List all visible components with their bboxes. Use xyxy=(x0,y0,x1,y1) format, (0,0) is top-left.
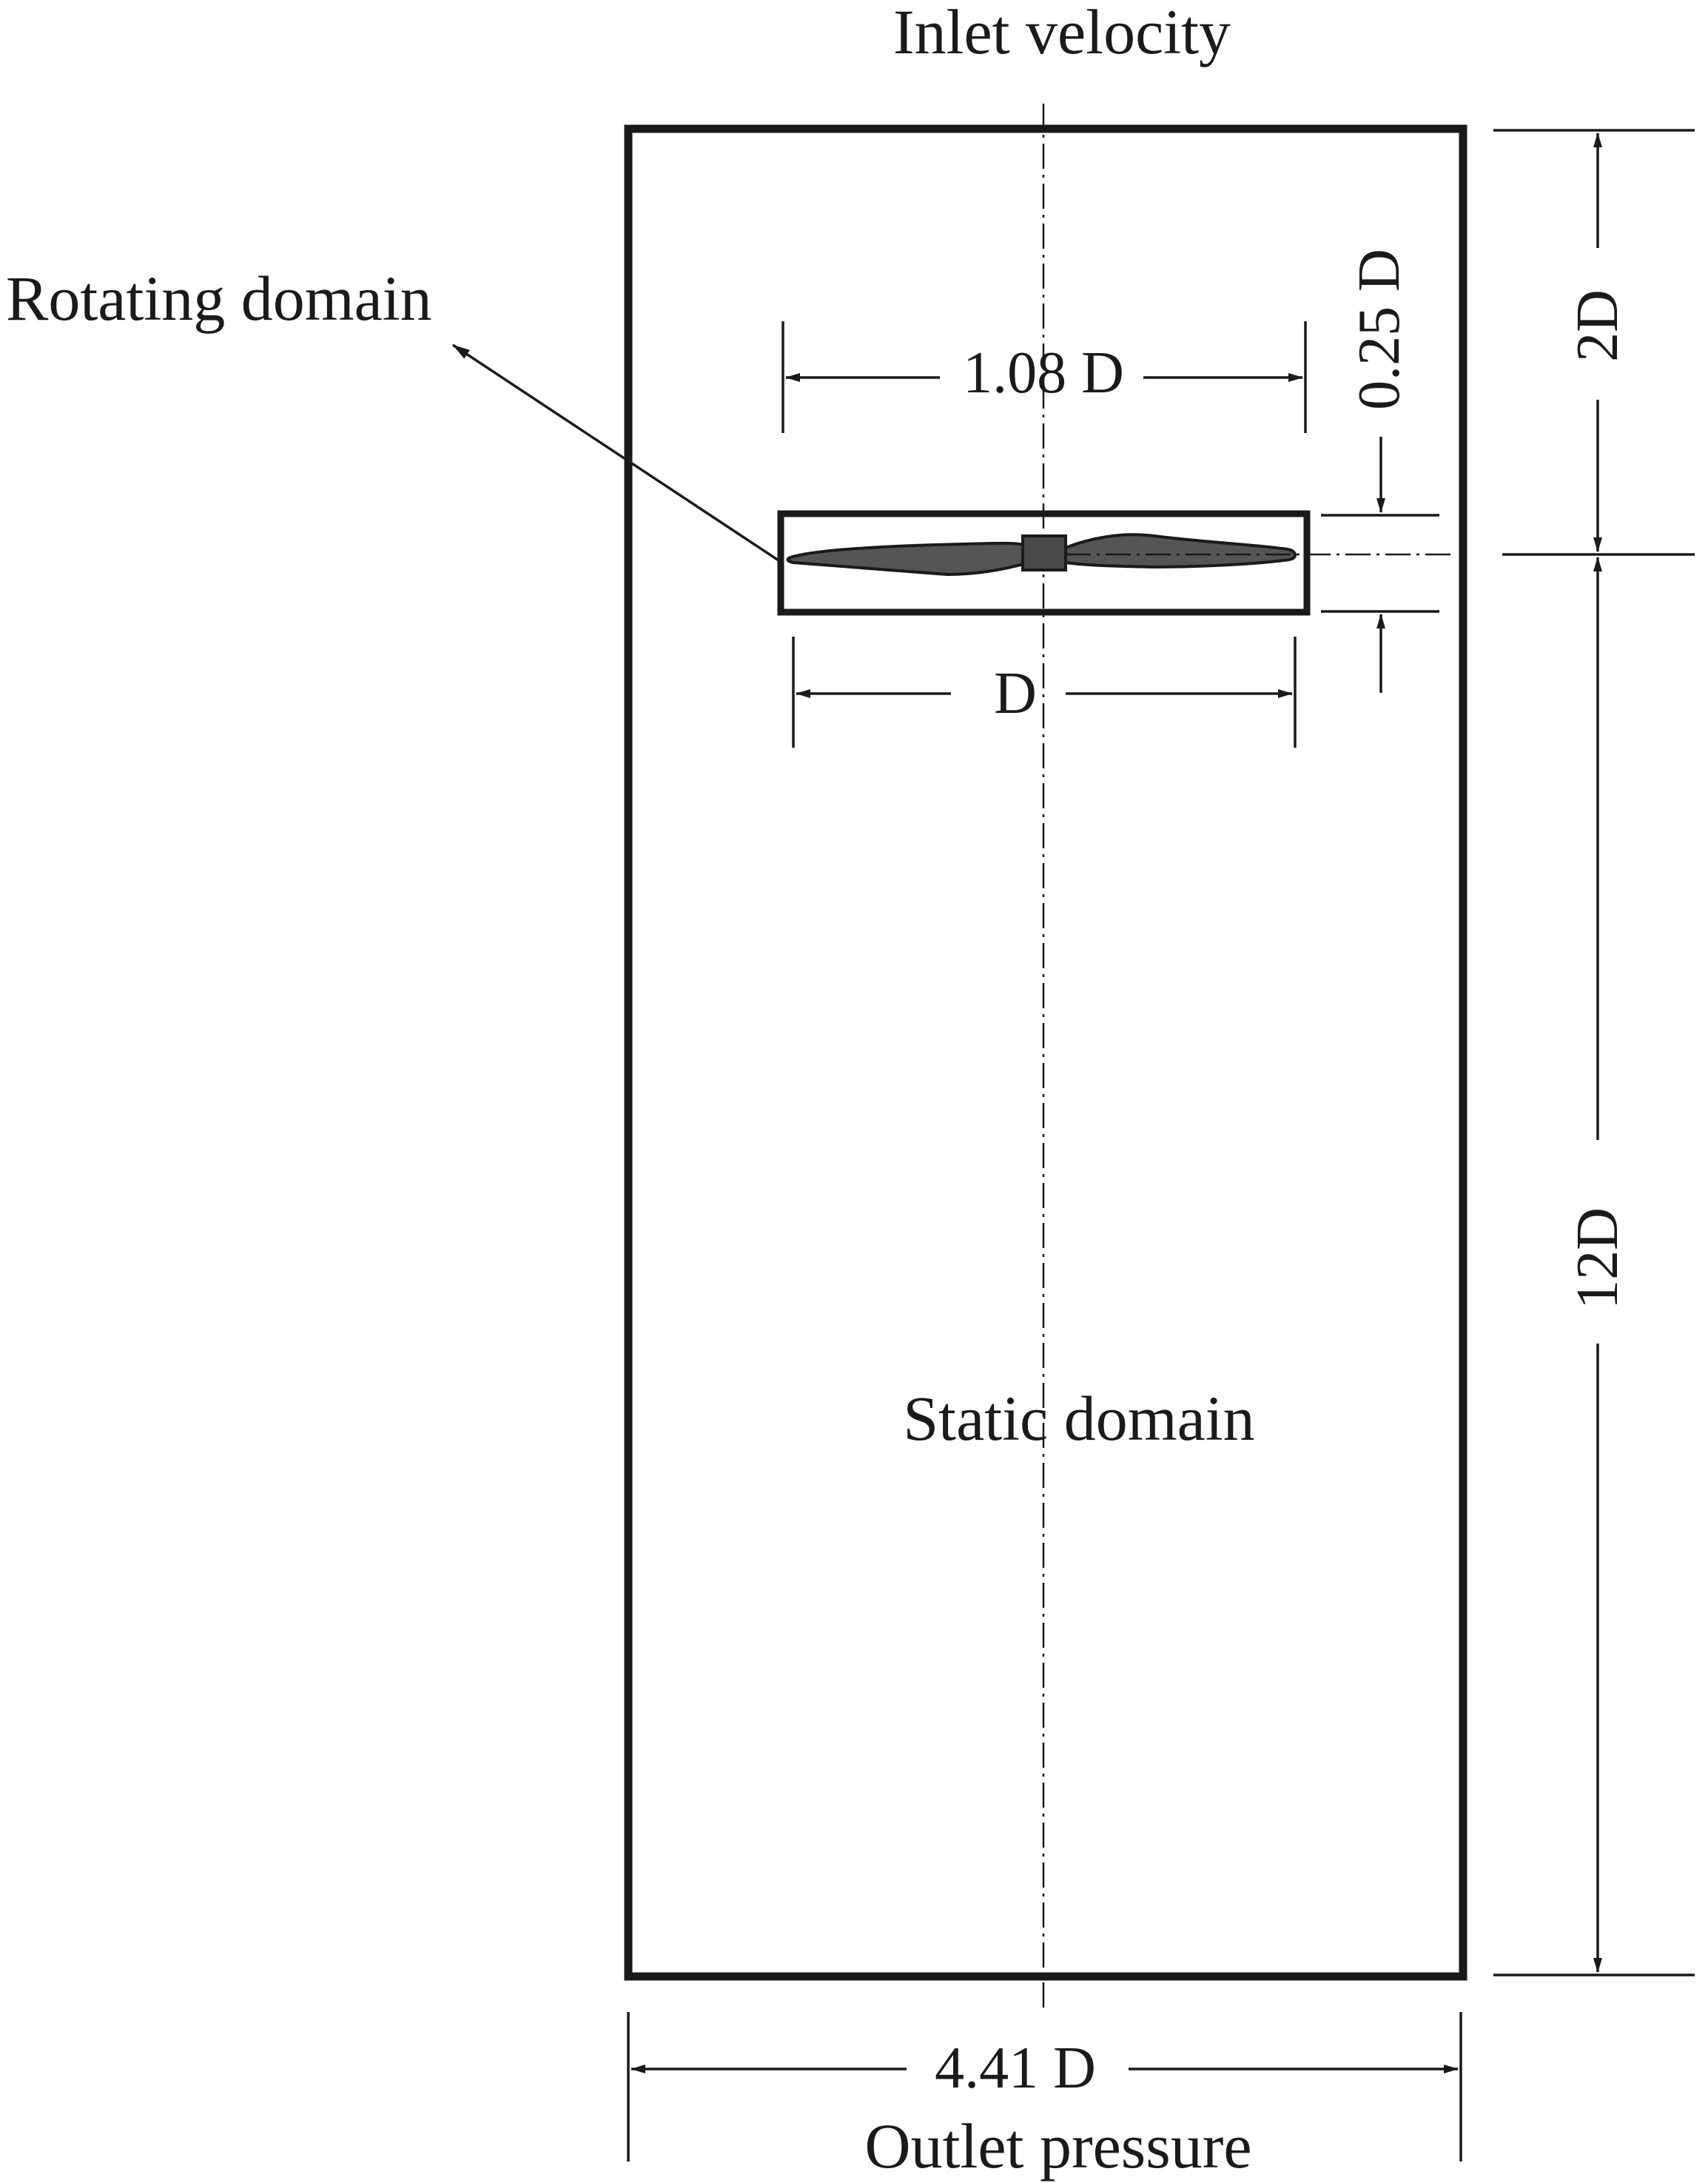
rotating-domain-thickness-label: 0.25 D xyxy=(1347,249,1412,410)
length-dimensions: 2D 12D xyxy=(1493,129,1695,1976)
rotating-domain-leader-arrow xyxy=(452,343,779,562)
rotating-domain-width-dimension: 1.08 D xyxy=(781,321,1307,433)
domain-width-dimension: 4.41 D xyxy=(627,2012,1462,2162)
rotating-domain-label: Rotating domain xyxy=(6,263,432,334)
hub xyxy=(1021,534,1067,571)
rotating-domain-width-label: 1.08 D xyxy=(963,341,1124,406)
static-domain-boundary xyxy=(624,124,1467,1981)
right-blade xyxy=(1064,533,1297,569)
left-blade xyxy=(786,541,1030,577)
downstream-length-label: 12D xyxy=(1565,1207,1630,1310)
turbine-rotor xyxy=(786,533,1297,577)
outlet-pressure-label: Outlet pressure xyxy=(864,2110,1251,2182)
domain-width-label: 4.41 D xyxy=(935,2036,1096,2101)
rotating-domain-thickness-dimension: 0.25 D xyxy=(1321,249,1439,693)
inlet-velocity-label: Inlet velocity xyxy=(893,0,1231,67)
rotating-domain-boundary xyxy=(777,510,1311,616)
static-domain-label: Static domain xyxy=(903,1383,1254,1454)
rotor-diameter-dimension: D xyxy=(792,637,1297,748)
upstream-length-label: 2D xyxy=(1565,289,1630,362)
rotor-diameter-label: D xyxy=(994,661,1037,726)
